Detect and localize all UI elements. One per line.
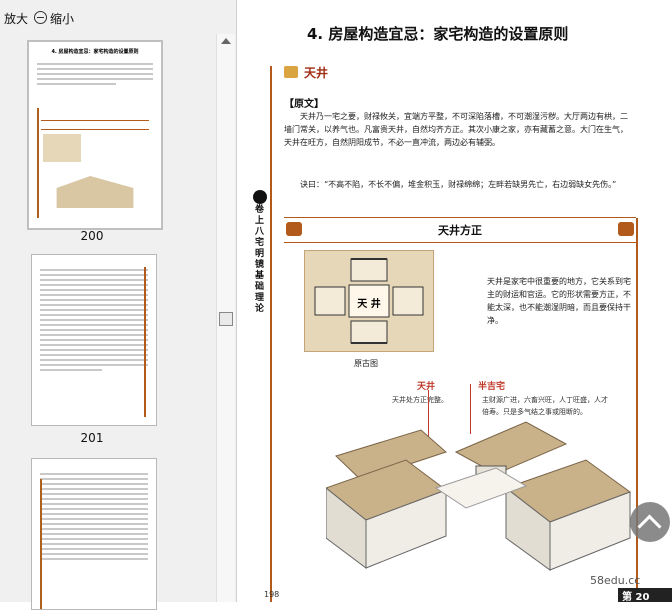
diagram-caption: 原古图 <box>354 359 378 368</box>
original-text-paragraph: 天井乃一宅之要，财禄攸关，宜端方平整，不可深陷落槽，不可潮湿污秽。大厅两边有栱，… <box>284 112 628 147</box>
thumbnail-panel: 放大 缩小 4. 房屋构造宜忌：家宅构造的设置原则 200 201 <box>0 0 237 610</box>
page-margin-rule-right <box>636 218 638 602</box>
thumbnail-diagram <box>43 134 81 162</box>
banner-ornament-icon <box>618 222 634 236</box>
thumbnail-page-201[interactable] <box>31 254 157 426</box>
courtyard-diagram-drawing <box>314 258 424 344</box>
thumbnail-banner <box>41 120 149 130</box>
banner-ornament-icon <box>286 222 302 236</box>
zoom-out-icon[interactable] <box>34 11 47 24</box>
scroll-thumb[interactable] <box>219 312 233 326</box>
chapter-side-label: 卷上 八宅明镜基础理论 <box>255 205 265 314</box>
thumbnail-page-number: 201 <box>80 431 104 445</box>
section-icon <box>284 66 298 78</box>
label-courtyard-desc: 天井处方正完整。 <box>392 396 448 404</box>
thumbnail-page-200[interactable]: 4. 房屋构造宜忌：家宅构造的设置原则 <box>27 40 163 230</box>
zoom-in-button[interactable]: 放大 <box>4 12 29 26</box>
banner-description: 天井是家宅中很重要的地方，它关系到宅主的财运和官运。它的形状需要方正，不能太深，… <box>487 277 631 325</box>
original-text-heading: 【原文】 <box>284 99 324 110</box>
banner-title: 天井方正 <box>438 224 482 237</box>
zoom-out-button[interactable]: 缩小 <box>50 12 75 26</box>
scroll-to-top-button[interactable] <box>630 502 670 542</box>
next-page-corner: 第 20 <box>618 588 672 603</box>
label-half-auspicious: 半吉宅 <box>478 382 506 392</box>
section-banner: 天井方正 <box>284 217 636 243</box>
thumbnail-scrollbar[interactable] <box>216 34 235 602</box>
label-pointer-line <box>470 384 471 434</box>
label-pointer-line <box>428 390 429 450</box>
thumbnail-page-202[interactable] <box>31 458 157 610</box>
thumbnail-house <box>56 176 134 208</box>
label-courtyard: 天井 <box>417 382 436 392</box>
thumbnail-toolbar: 放大 缩小 <box>0 0 236 34</box>
thumbnail-title: 4. 房屋构造宜忌：家宅构造的设置原则 <box>51 49 139 55</box>
page-margin-rule <box>270 66 272 602</box>
page-title: 4. 房屋构造宜忌：家宅构造的设置原则 <box>307 25 569 43</box>
page-number: 198 <box>264 590 280 599</box>
yin-yang-icon <box>253 190 267 204</box>
thumbnail-page-number: 200 <box>80 229 104 243</box>
section-title: 天井 <box>304 66 329 80</box>
courtyard-house-illustration <box>326 421 632 571</box>
original-text-verse: 诀曰：“不高不陷，不长不偏，堆金积玉，财禄绵绵；左畔若缺男先亡，右边弱缺女先伤。… <box>300 180 617 189</box>
label-half-auspicious-desc: 主财源广进，六畜兴旺，人丁旺盛，人才倍寿。只是多气结之事或阻断的。 <box>482 396 608 416</box>
diagram-label: 天 井 <box>357 299 381 310</box>
scroll-up-icon[interactable] <box>221 38 231 44</box>
ancient-courtyard-diagram: 天 井 <box>304 250 434 352</box>
watermark: 58edu.cc <box>590 574 641 587</box>
